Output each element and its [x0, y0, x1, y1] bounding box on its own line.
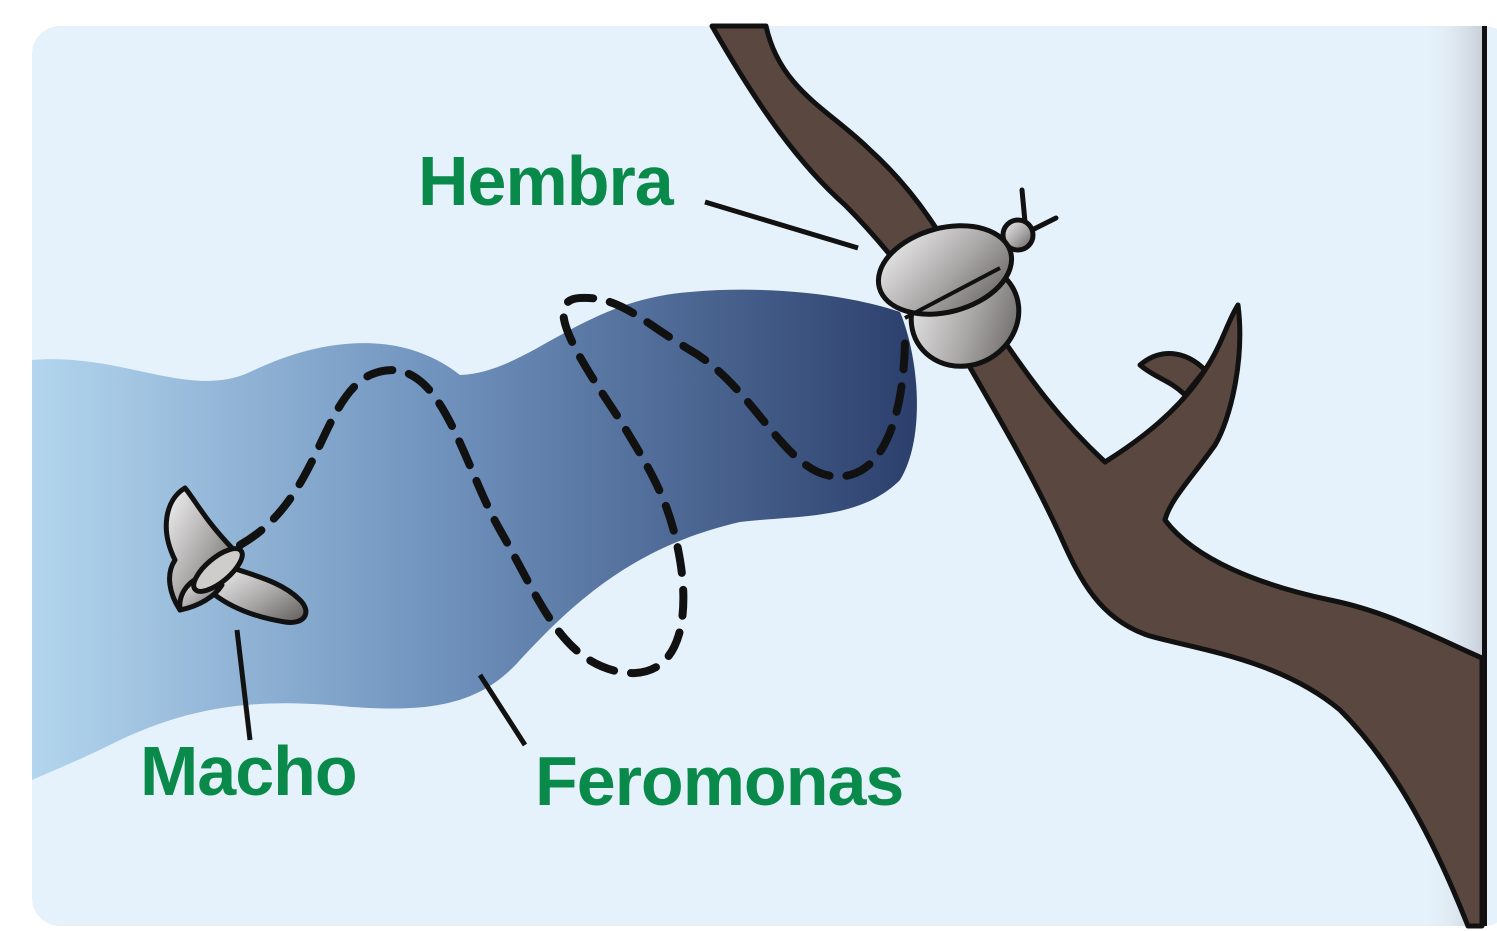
- male-label: Macho: [140, 732, 357, 810]
- female-label: Hembra: [418, 142, 675, 220]
- pheromones-label: Feromonas: [535, 742, 903, 820]
